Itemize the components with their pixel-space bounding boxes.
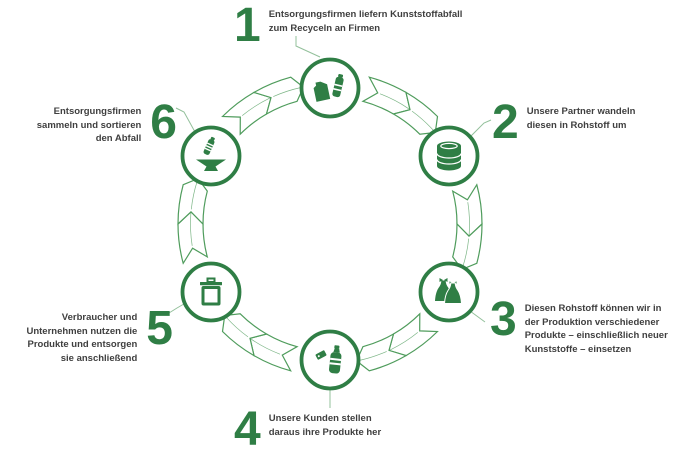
step-6-text: Entsorgungsfirmen sammeln und sortieren … <box>36 106 142 144</box>
ring-arrow-midline <box>249 338 281 355</box>
step-2: 2 Unsere Partner wandeln diesen in Rohst… <box>492 99 636 147</box>
step-5-text: Verbraucher und Unternehmen nutzen die P… <box>26 312 138 364</box>
step-3-text: Diesen Rohstoff können wir in der Produk… <box>524 303 668 355</box>
step-6-number: 6 <box>150 96 177 149</box>
step-1-text: Entsorgungsfirmen liefern Kunststoffabfa… <box>268 9 463 34</box>
step-4-text: Unsere Kunden stellen daraus ihre Produk… <box>268 413 382 438</box>
ring-arrow-midline <box>190 211 193 246</box>
step-5-number: 5 <box>146 302 173 355</box>
circle-step-1 <box>299 57 361 119</box>
ring-arrow-segment <box>361 76 411 115</box>
connector-step-6 <box>175 107 196 133</box>
step-6: Entsorgungsfirmen sammeln und sortieren … <box>0 99 177 147</box>
plastic-waste-jug-and-bottle-icon <box>313 73 344 102</box>
recycling-cycle-diagram <box>168 36 492 408</box>
ring-arrow-segment <box>252 76 305 116</box>
cycle-ring <box>177 76 483 372</box>
ring-arrow-midline <box>379 93 411 110</box>
step-3-number: 3 <box>490 293 517 346</box>
circle-step-6 <box>180 125 242 187</box>
connector-step-1 <box>295 36 321 58</box>
trash-bin-icon <box>200 277 222 306</box>
clothing-icon <box>435 278 463 304</box>
step-4: 4 Unsere Kunden stellen daraus ihre Prod… <box>234 406 382 454</box>
step-2-text: Unsere Partner wandeln diesen in Rohstof… <box>526 106 636 131</box>
barrel-icon <box>436 141 462 171</box>
ring-arrow-segment <box>355 332 408 372</box>
connector-step-3 <box>469 310 486 323</box>
ring-arrow-midline <box>467 202 470 237</box>
step-5: Verbraucher und Unternehmen nutzen die P… <box>0 305 173 365</box>
ring-arrow-segment <box>249 333 299 372</box>
icon-circles <box>180 57 480 391</box>
sorting-funnel-icon <box>196 136 226 171</box>
ring-arrow-segment <box>388 312 439 357</box>
ring-arrow-midline <box>388 332 419 351</box>
connector-step-2 <box>470 119 492 137</box>
step-3: 3 Diesen Rohstoff können wir in der Prod… <box>490 296 668 356</box>
step-1: 1 Entsorgungsfirmen liefern Kunststoffab… <box>234 2 463 50</box>
step-2-number: 2 <box>492 96 519 149</box>
bottle-product-with-tag-icon <box>315 345 342 374</box>
step-4-number: 4 <box>234 403 261 456</box>
ring-arrow-midline <box>241 97 272 116</box>
ring-arrow-segment <box>221 91 272 136</box>
circle-step-5 <box>180 261 242 323</box>
step-1-number: 1 <box>234 0 261 52</box>
